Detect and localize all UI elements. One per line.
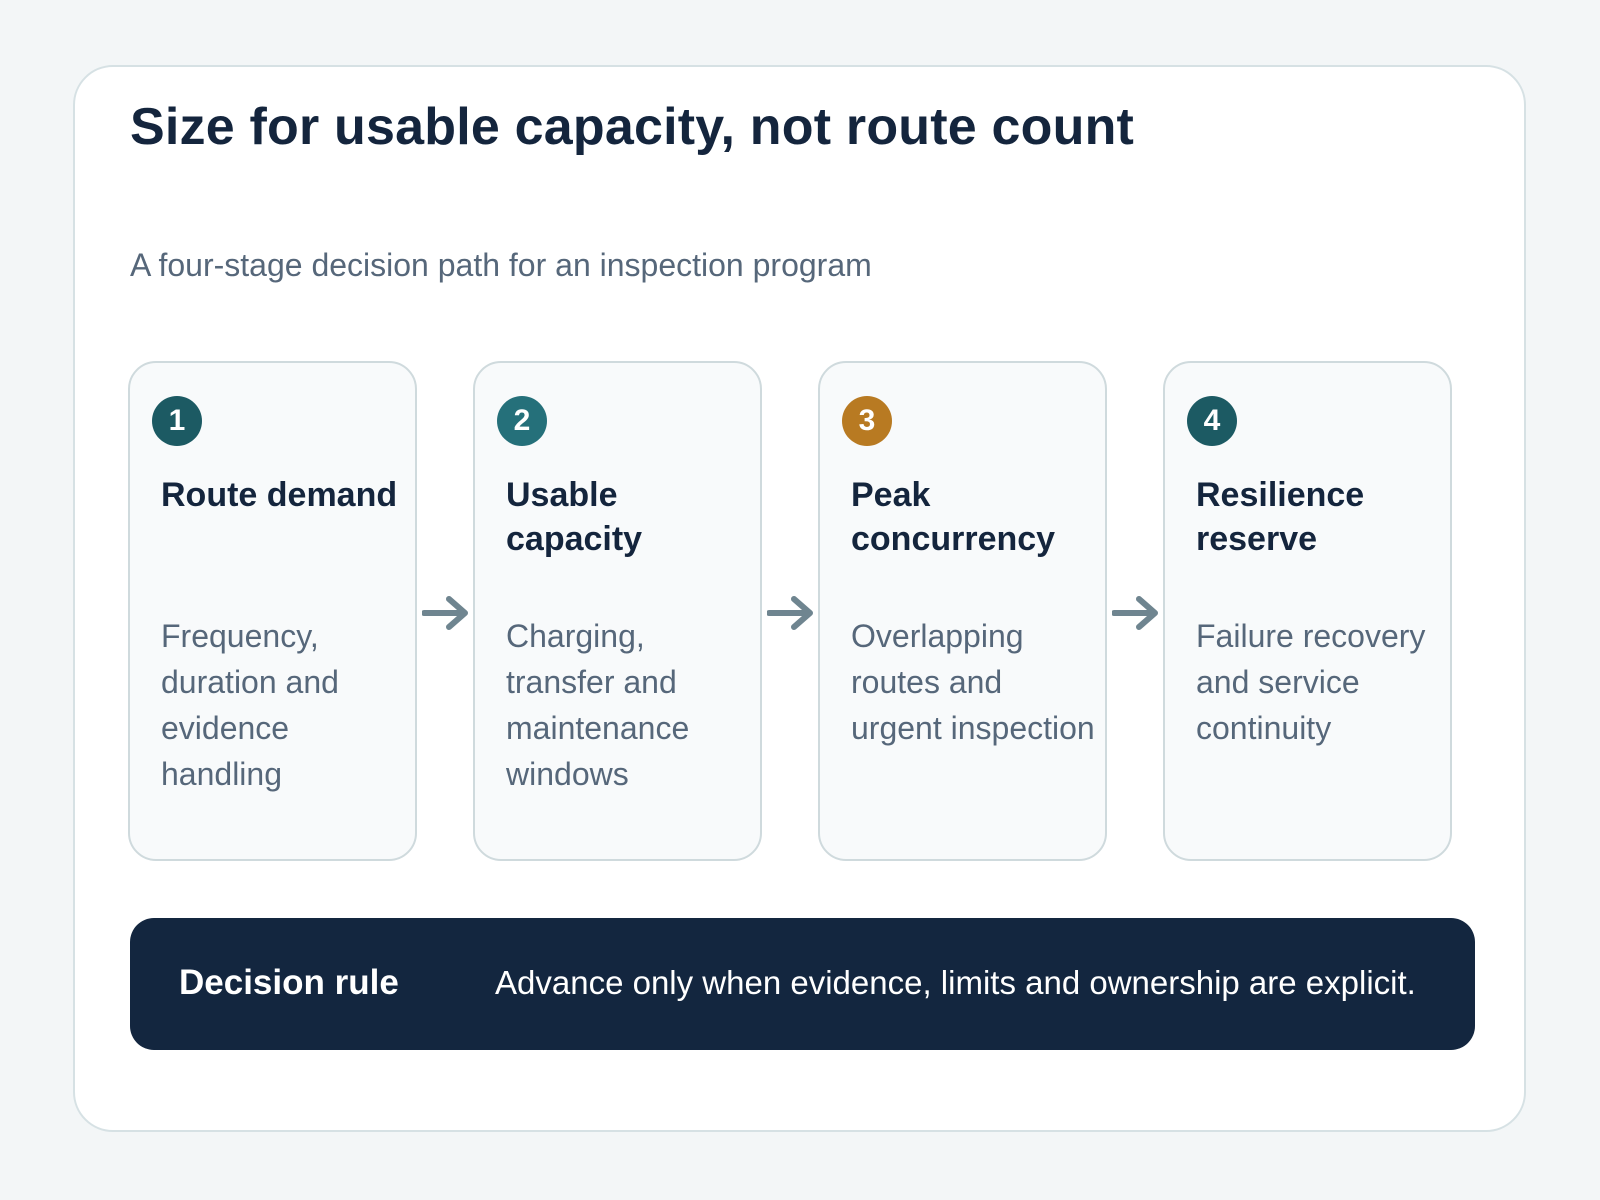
stage-number-badge: 4 [1187,396,1237,446]
stage-card-4: 4 Resilience reserve Failure recovery an… [1163,361,1452,861]
stage-description: Overlapping routes and urgent inspection [851,618,1095,746]
page-title: Size for usable capacity, not route coun… [130,98,1135,156]
stage-number-badge: 1 [152,396,202,446]
stage-card-2: 2 Usable capacity Charging, transfer and… [473,361,762,861]
stage-title: Usable capacity [506,476,643,558]
page-subtitle: A four-stage decision path for an inspec… [130,247,872,283]
stage-description: Failure recovery and service continuity [1196,618,1426,746]
stage-number-badge: 2 [497,396,547,446]
stage-description: Charging, transfer and maintenance windo… [506,618,690,792]
stage-card-3: 3 Peak concurrency Overlapping routes an… [818,361,1107,861]
stage-number-badge: 3 [842,396,892,446]
stage-card-1: 1 Route demand Frequency, duration and e… [128,361,417,861]
decision-rule-text: Advance only when evidence, limits and o… [495,964,1416,1001]
stage-description: Frequency, duration and evidence handlin… [161,618,339,792]
arrow-right-icon [1112,596,1158,630]
diagram-card: Size for usable capacity, not route coun… [73,65,1526,1132]
arrow-right-icon [767,596,813,630]
decision-rule-banner: Decision rule Advance only when evidence… [130,918,1475,1050]
stage-title: Peak concurrency [851,476,1056,558]
stage-title: Resilience reserve [1196,476,1365,558]
decision-rule-label: Decision rule [179,963,399,1002]
arrow-right-icon [422,596,468,630]
stage-title: Route demand [161,476,398,514]
